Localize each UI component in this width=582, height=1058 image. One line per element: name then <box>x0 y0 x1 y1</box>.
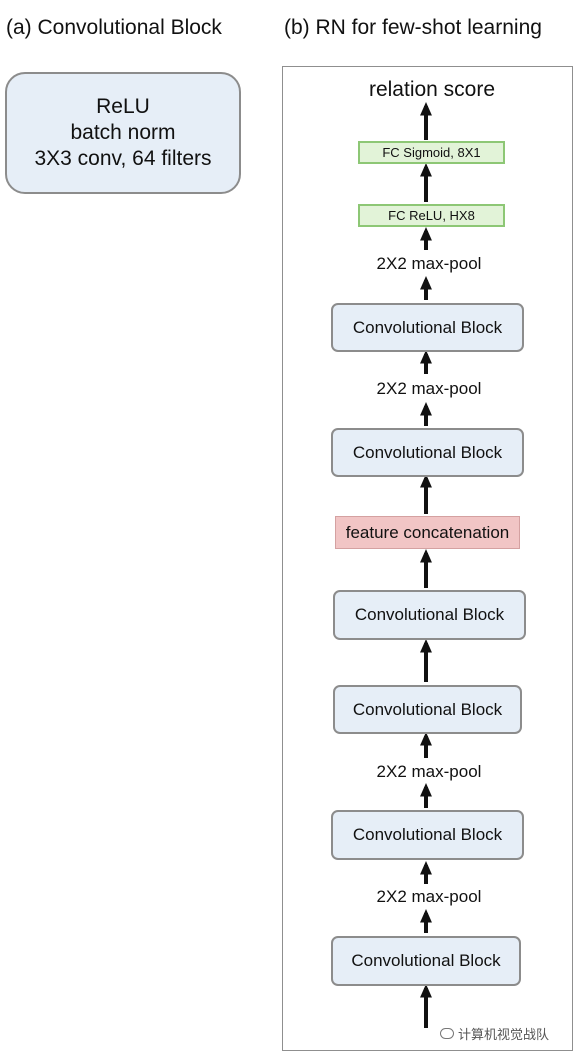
relation-score-label: relation score <box>368 78 496 101</box>
conv-block-6: Convolutional Block <box>331 303 524 352</box>
max-pool-label-2: 2X2 max-pool <box>376 762 482 781</box>
conv-detail-batch-norm: batch norm <box>70 121 176 144</box>
conv-block-2: Convolutional Block <box>331 810 524 860</box>
conv-block-detail: ReLU batch norm 3X3 conv, 64 filters <box>5 72 241 194</box>
conv-block-4: Convolutional Block <box>333 590 526 640</box>
title-convolutional-block: (a) Convolutional Block <box>6 16 222 39</box>
feature-concatenation: feature concatenation <box>335 516 520 549</box>
fc-relu-layer: FC ReLU, HX8 <box>358 204 505 227</box>
watermark: 计算机视觉战队 <box>440 1024 549 1043</box>
conv-detail-conv: 3X3 conv, 64 filters <box>34 147 212 170</box>
conv-block-5: Convolutional Block <box>331 428 524 477</box>
title-rn-few-shot: (b) RN for few-shot learning <box>284 16 542 39</box>
conv-block-3: Convolutional Block <box>333 685 522 734</box>
conv-detail-relu: ReLU <box>96 95 150 118</box>
max-pool-label-3: 2X2 max-pool <box>376 379 482 398</box>
watermark-text: 计算机视觉战队 <box>458 1027 550 1042</box>
wechat-icon <box>440 1028 454 1039</box>
conv-block-1: Convolutional Block <box>331 936 521 986</box>
max-pool-label-4: 2X2 max-pool <box>376 254 482 273</box>
max-pool-label-1: 2X2 max-pool <box>376 887 482 906</box>
fc-sigmoid-layer: FC Sigmoid, 8X1 <box>358 141 505 164</box>
